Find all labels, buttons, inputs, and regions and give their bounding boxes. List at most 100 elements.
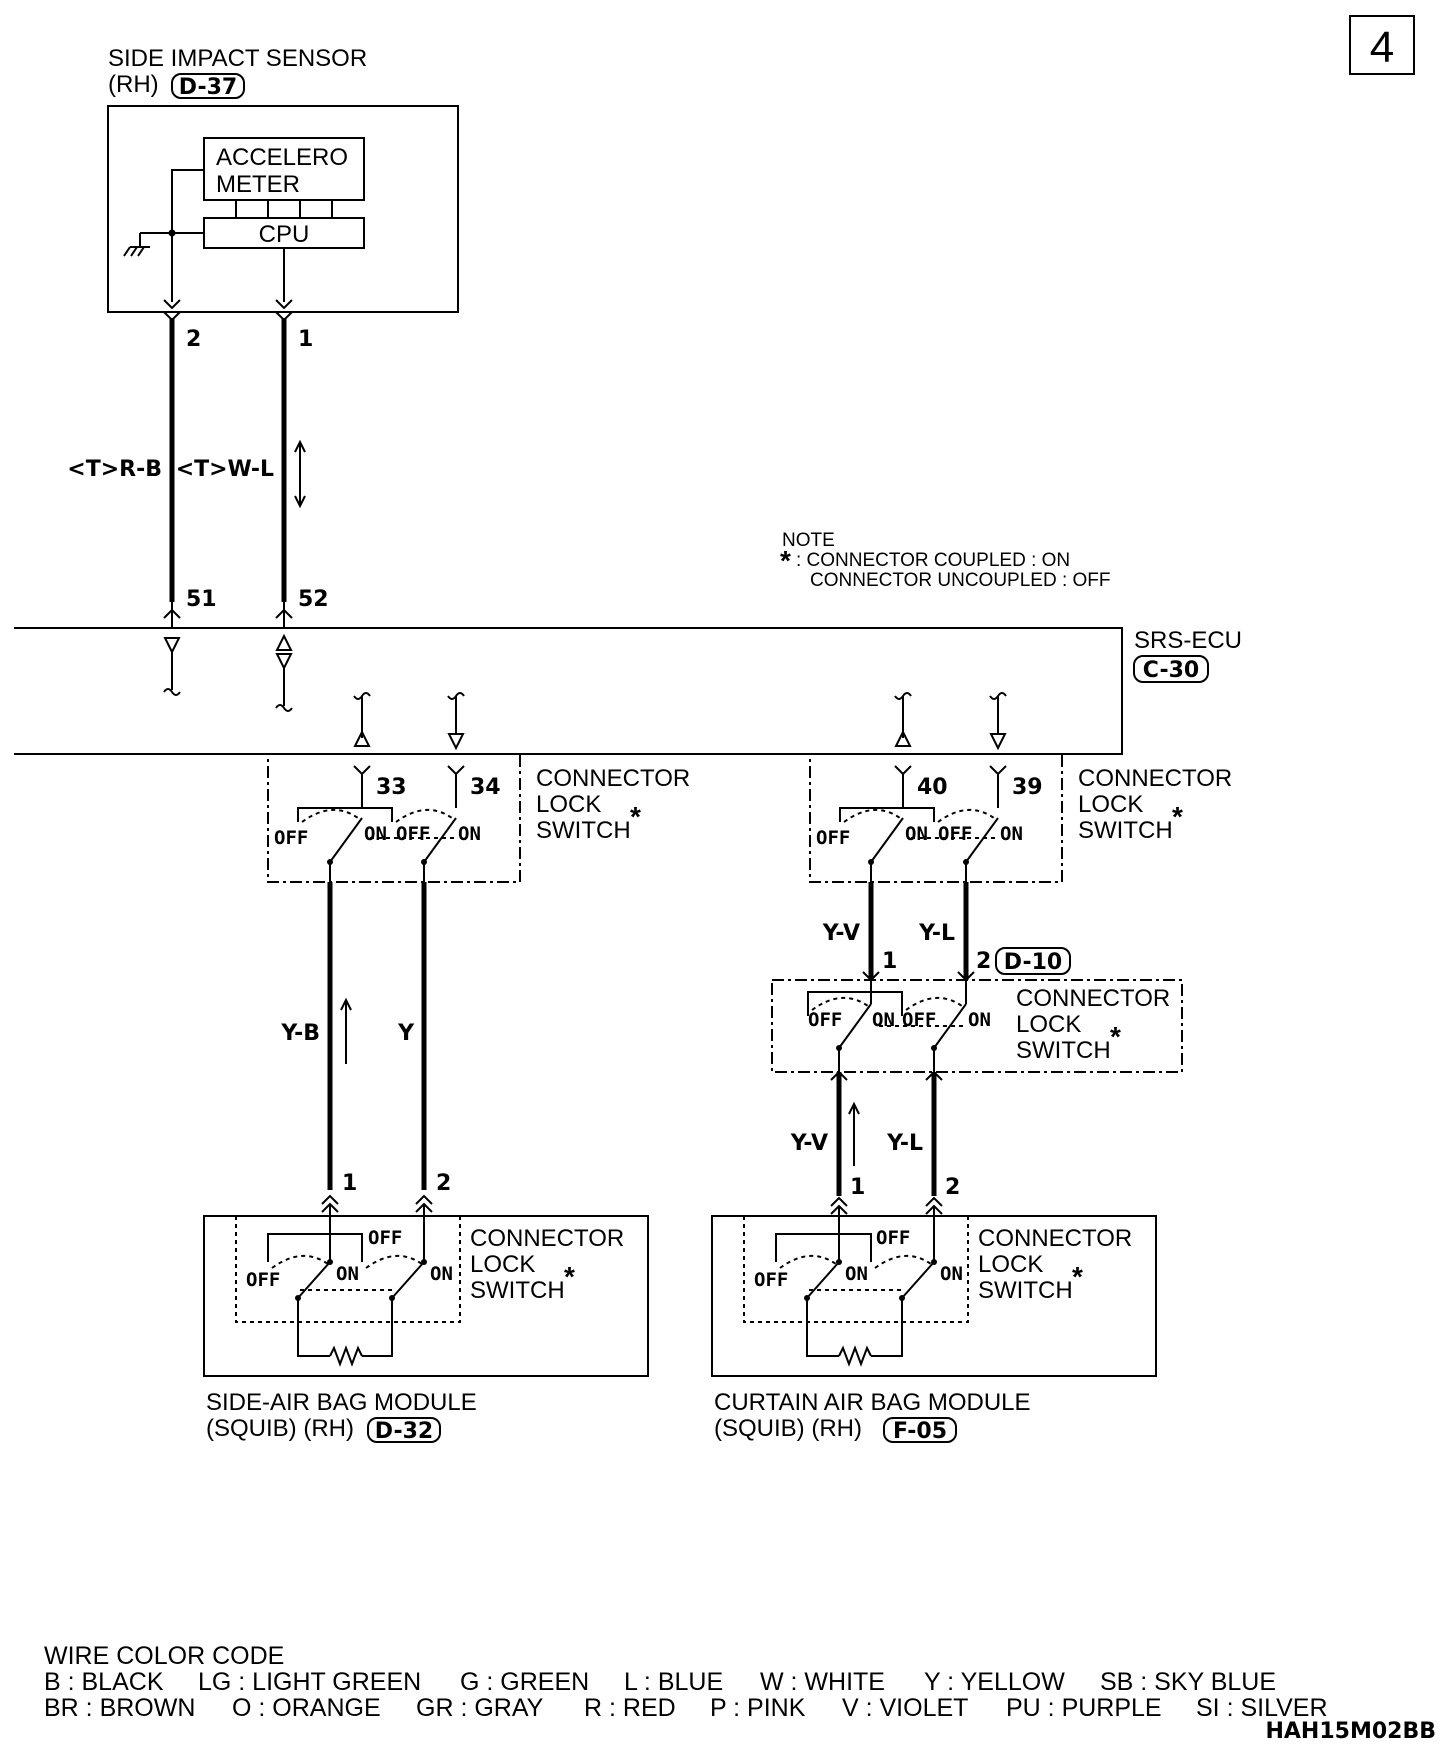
- sensor-wires: 2 1 <T>R-B <T>W-L 51 52: [67, 299, 329, 628]
- switch-label-3: SWITCH: [1078, 817, 1173, 844]
- switch-label-3: SWITCH: [1016, 1037, 1111, 1064]
- switch-star: *: [564, 1261, 575, 1292]
- legend-item: SI : SILVER: [1196, 1694, 1328, 1722]
- current-arrow-icon: [848, 1101, 860, 1166]
- sensor-pin-1: 1: [298, 327, 313, 352]
- accelerometer-label-1: ACCELERO: [216, 144, 348, 171]
- switch-on-label: ON: [940, 1263, 963, 1285]
- ecu-pin-52: 52: [298, 587, 329, 612]
- switch-off-label: OFF: [368, 1227, 402, 1249]
- side-airbag-connector-badge: [367, 1417, 441, 1443]
- switch-off-label: OFF: [876, 1227, 910, 1249]
- connector-lock-switch-ecu-left: 33 34 OFF ON OFF ON CONNECTOR LOCK SWITC…: [267, 753, 690, 883]
- connector-lock-switch-d10: OFF ON OFF ON CONNECTOR LOCK SWITCH *: [771, 979, 1183, 1073]
- d10-connector: D-10: [1004, 950, 1062, 975]
- switch-on-label: ON: [845, 1263, 868, 1285]
- legend-item: PU : PURPLE: [1006, 1694, 1162, 1722]
- page-number: 4: [1370, 23, 1394, 72]
- legend-item: Y : YELLOW: [924, 1668, 1065, 1696]
- switch-star: *: [1072, 1261, 1083, 1292]
- switch-label-2: LOCK: [1016, 1011, 1081, 1038]
- switch-star: *: [1172, 801, 1183, 832]
- wire-label-y: Y: [397, 1021, 415, 1046]
- curtain-airbag-connector: F-05: [893, 1419, 947, 1444]
- sensor-connector-badge: [171, 73, 245, 99]
- squib-resistor-icon: [329, 1345, 363, 1367]
- switch-label-3: SWITCH: [470, 1277, 565, 1304]
- legend-title: WIRE COLOR CODE: [44, 1642, 284, 1670]
- wire-label-yl-upper: Y-L: [918, 921, 955, 946]
- legend-item: W : WHITE: [760, 1668, 885, 1696]
- drawing-code: HAH15M02BB: [1265, 1719, 1436, 1744]
- ecu-pin-51: 51: [186, 587, 217, 612]
- curtain-airbag-title-1: CURTAIN AIR BAG MODULE: [714, 1389, 1031, 1416]
- sensor-pin-2: 2: [186, 327, 201, 352]
- side-airbag-pin-2: 2: [436, 1171, 451, 1196]
- side-impact-sensor: SIDE IMPACT SENSOR (RH) D-37 ACCELERO ME…: [107, 45, 459, 313]
- wire-label-rb: <T>R-B: [67, 457, 162, 482]
- switch-on-label: ON: [458, 823, 481, 845]
- switch-label-2: LOCK: [470, 1251, 535, 1278]
- switch-off-label: OFF: [396, 823, 430, 845]
- cpu-label: CPU: [259, 221, 310, 248]
- srs-ecu-title: SRS-ECU: [1134, 627, 1242, 654]
- switch-on-label: ON: [336, 1263, 359, 1285]
- side-airbag-pin-1: 1: [342, 1171, 357, 1196]
- note-line-1: : CONNECTOR COUPLED : ON: [796, 550, 1070, 571]
- legend-item: B : BLACK: [44, 1668, 164, 1696]
- curtain-airbag-title-2: (SQUIB) (RH): [714, 1415, 862, 1442]
- side-airbag-connector: D-32: [375, 1419, 433, 1444]
- switch-label-3: SWITCH: [536, 817, 631, 844]
- srs-ecu-connector-badge: [1133, 655, 1209, 683]
- wire-label-yl-lower: Y-L: [886, 1131, 923, 1156]
- switch-label-1: CONNECTOR: [1078, 765, 1232, 792]
- current-arrow-icon: [340, 997, 352, 1064]
- legend-item: GR : GRAY: [416, 1694, 544, 1722]
- d10-connector-badge: [995, 947, 1071, 975]
- ecu-pin-40: 40: [917, 775, 948, 800]
- curtain-airbag-pin-2: 2: [945, 1175, 960, 1200]
- ecu-pin-39: 39: [1012, 775, 1043, 800]
- note-line-2: CONNECTOR UNCOUPLED : OFF: [810, 570, 1111, 591]
- legend-item: G : GREEN: [460, 1668, 589, 1696]
- switch-label-2: LOCK: [536, 791, 601, 818]
- switch-label-2: LOCK: [1078, 791, 1143, 818]
- wire-label-yv-lower: Y-V: [790, 1131, 828, 1156]
- side-airbag-wires: Y-B Y 1 2: [280, 862, 451, 1262]
- switch-label-1: CONNECTOR: [536, 765, 690, 792]
- wire-label-yb: Y-B: [280, 1021, 320, 1046]
- legend-item: LG : LIGHT GREEN: [198, 1668, 421, 1696]
- note-star: *: [780, 545, 791, 576]
- switch-off-label: OFF: [938, 823, 972, 845]
- curtain-lower-wires: Y-V Y-L 1 2: [790, 1048, 960, 1262]
- side-airbag-title-1: SIDE-AIR BAG MODULE: [206, 1389, 477, 1416]
- bidirectional-arrow-icon: [294, 439, 306, 509]
- legend-item: P : PINK: [710, 1694, 806, 1722]
- sensor-side: (RH): [108, 71, 159, 98]
- switch-label-1: CONNECTOR: [978, 1225, 1132, 1252]
- legend-item: L : BLUE: [624, 1668, 723, 1696]
- wire-color-code-legend: WIRE COLOR CODE B : BLACK LG : LIGHT GRE…: [44, 1642, 1328, 1722]
- junction-dot: [168, 229, 176, 237]
- side-airbag-title-2: (SQUIB) (RH): [206, 1415, 354, 1442]
- note-title: NOTE: [782, 530, 835, 551]
- switch-off-label: OFF: [246, 1269, 280, 1291]
- page-number-box: [1349, 15, 1415, 75]
- switch-label-3: SWITCH: [978, 1277, 1073, 1304]
- legend-item: SB : SKY BLUE: [1100, 1668, 1276, 1696]
- curtain-airbag-box: [711, 1215, 1157, 1377]
- srs-ecu-box: [14, 627, 1123, 755]
- switch-on-label: ON: [430, 1263, 453, 1285]
- switch-off-label: OFF: [274, 827, 308, 849]
- sensor-box: [107, 105, 459, 313]
- switch-off-label: OFF: [902, 1009, 936, 1031]
- squib-resistor-icon: [838, 1345, 872, 1367]
- switch-star: *: [1110, 1021, 1121, 1052]
- side-airbag-module: OFF ON OFF ON CONNECTOR LOCK SWITCH * SI…: [203, 1215, 649, 1444]
- switch-off-label: OFF: [816, 827, 850, 849]
- switch-label-2: LOCK: [978, 1251, 1043, 1278]
- switch-on-label: ON: [968, 1009, 991, 1031]
- ecu-pin-33: 33: [376, 775, 407, 800]
- switch-on-label: ON: [364, 823, 387, 845]
